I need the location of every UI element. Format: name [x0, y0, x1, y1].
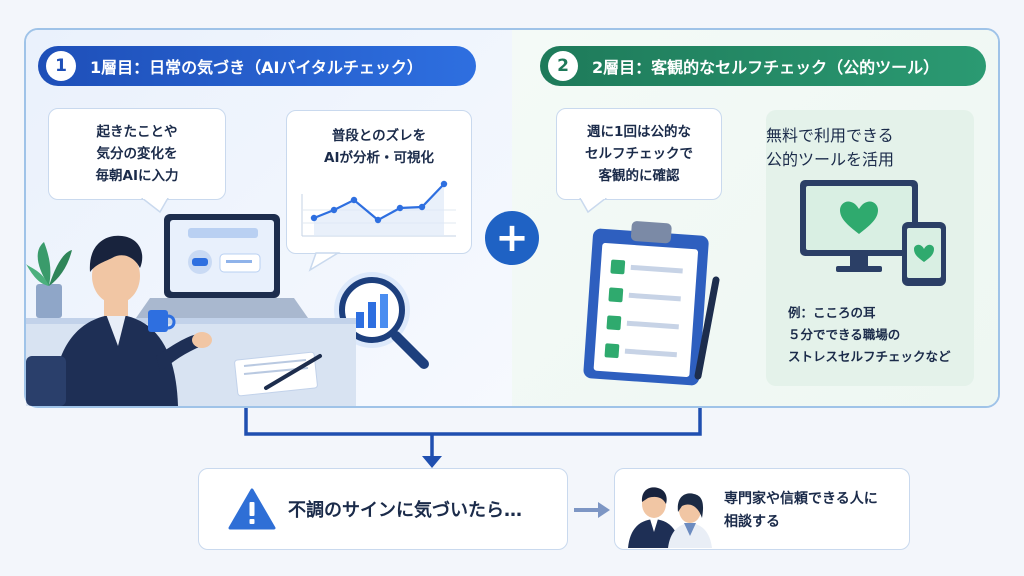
- experts-people-icon: [628, 487, 712, 548]
- layer1-title: 1層目：日常の気づき（AIバイタルチェック）: [90, 58, 423, 77]
- warning-icon: [228, 488, 276, 530]
- warning-text: 不調のサインに気づいたら…: [288, 500, 522, 521]
- weekly-check-line: 週に1回は公的な: [587, 124, 691, 140]
- plus-symbol: +: [495, 215, 529, 261]
- layer2-number: 2: [548, 51, 578, 81]
- example-line: 例：こころの耳: [788, 305, 876, 320]
- example-line: ５分でできる職場の: [788, 327, 901, 342]
- example-line: ストレスセルフチェックなど: [788, 349, 951, 364]
- trend-line-chart: [301, 180, 456, 272]
- consult-text-line: 相談する: [724, 514, 780, 530]
- plus-icon: [485, 211, 539, 265]
- input-bubble-line: 気分の変化を: [96, 146, 178, 162]
- input-bubble: 起きたことや 気分の変化を 毎朝AIに入力: [48, 108, 226, 200]
- consult-text: 専門家や信頼できる人に 相談する: [724, 488, 878, 534]
- public-tools-title-line: 公的ツールを活用: [766, 150, 895, 169]
- public-tools-examples: 例：こころの耳 ５分でできる職場の ストレスセルフチェックなど: [788, 302, 974, 368]
- clipboard-checklist-icon: [583, 221, 720, 386]
- layer1-number: 1: [46, 51, 76, 81]
- weekly-bubble-tail: [579, 198, 608, 214]
- consult-text-line: 専門家や信頼できる人に: [724, 491, 878, 507]
- merge-connector-arrow: [244, 408, 702, 468]
- weekly-check-bubble: 週に1回は公的な セルフチェックで 客観的に確認: [556, 108, 722, 200]
- layer2-header: 2 2層目：客観的なセルフチェック（公的ツール）: [540, 46, 986, 86]
- layer2-title: 2層目：客観的なセルフチェック（公的ツール）: [592, 58, 940, 77]
- input-bubble-tail: [140, 198, 169, 214]
- public-tools-title: 無料で利用できる 公的ツールを活用: [766, 122, 974, 170]
- monitor-phone-heart-icon: [800, 180, 946, 286]
- public-tools-title-line: 無料で利用できる: [766, 126, 894, 145]
- analysis-bubble-line: AIが分析・可視化: [324, 150, 434, 166]
- right-arrow-icon: [574, 502, 610, 518]
- input-bubble-line: 毎朝AIに入力: [95, 168, 179, 184]
- weekly-check-line: 客観的に確認: [598, 168, 680, 184]
- weekly-check-line: セルフチェックで: [585, 146, 693, 162]
- layer1-header: 1 1層目：日常の気づき（AIバイタルチェック）: [38, 46, 476, 86]
- analysis-bubble-line: 普段とのズレを: [331, 128, 427, 144]
- input-bubble-line: 起きたことや: [96, 124, 178, 140]
- person-at-laptop-illustration: [26, 214, 356, 406]
